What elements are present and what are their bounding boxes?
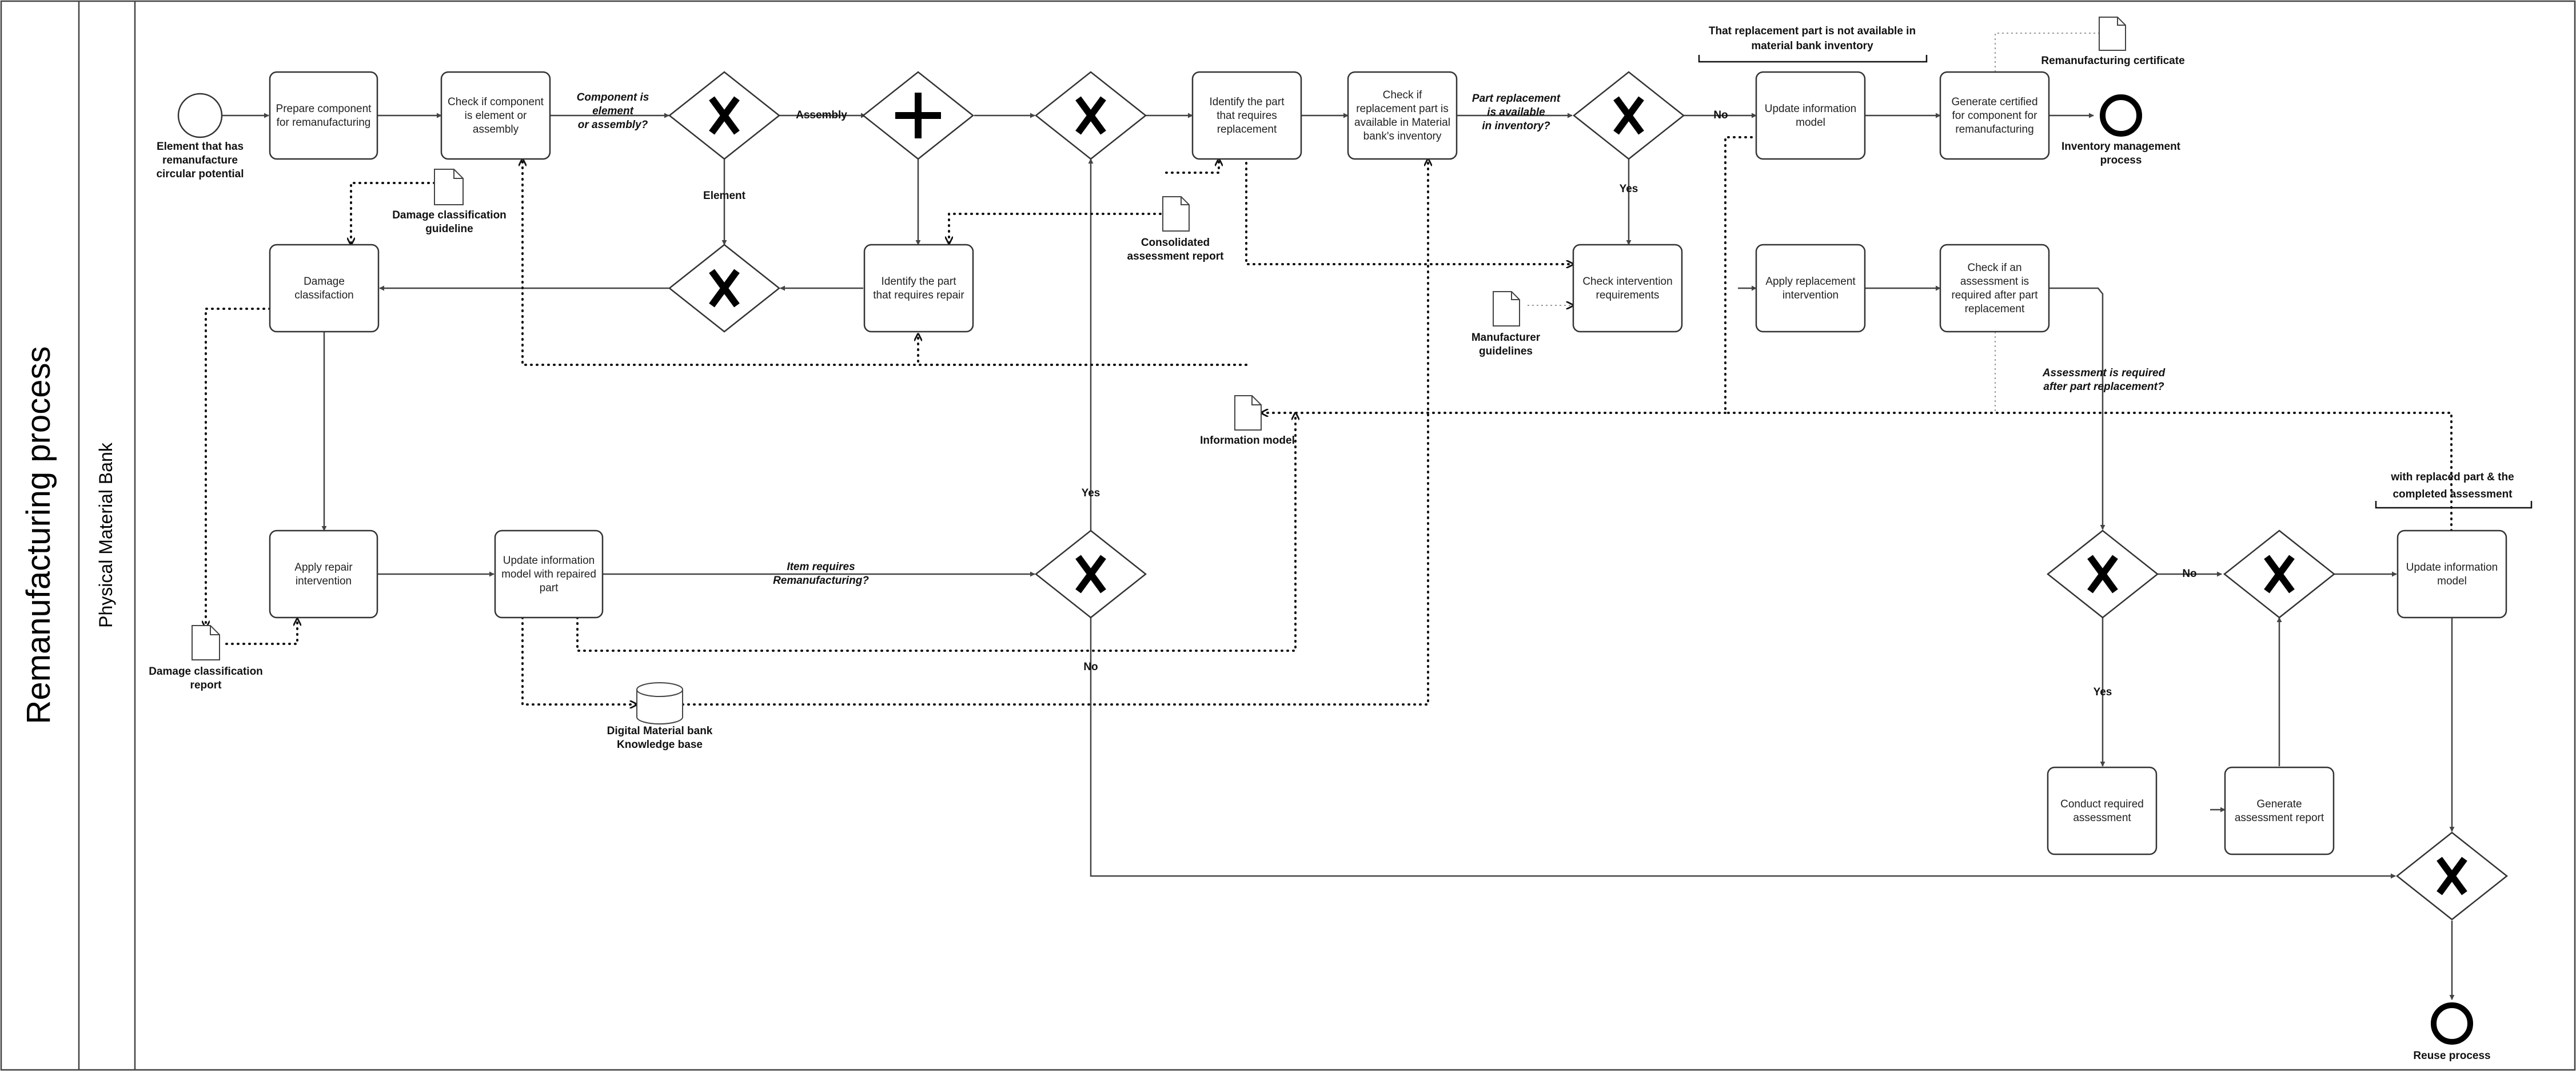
gateway-merge-repair (668, 244, 781, 333)
document-icon (434, 169, 464, 205)
artifact-information-model: Information model (1200, 435, 1295, 447)
gateway-parallel (862, 71, 975, 160)
gateway-component-type (668, 71, 781, 160)
gateway-part-available (1572, 71, 1685, 160)
gateway-assessment-required (2046, 529, 2159, 619)
gateway-merge-assessment (2223, 529, 2336, 619)
document-icon (1493, 291, 1520, 327)
artifact-reman-cert: Remanufacturing certificate (2041, 55, 2184, 67)
document-icon (1234, 395, 1262, 431)
gateway-merge-top (1034, 71, 1147, 160)
annotation-bracket (1698, 55, 1928, 63)
document-icon (2099, 17, 2126, 51)
label-no-right: No (2182, 568, 2196, 580)
label-no-top: No (1713, 109, 1728, 121)
label-assembly: Assembly (796, 109, 847, 121)
sequence-flows (222, 113, 2455, 1000)
label-no-left: No (1083, 661, 1098, 673)
end-event-inventory (2100, 94, 2142, 137)
database-icon (636, 682, 683, 724)
start-event (177, 93, 223, 138)
document-icon (1162, 196, 1190, 232)
annotation-bracket (2375, 501, 2533, 509)
pool-title: Remanufacturing process (20, 347, 57, 724)
end-event-reuse-label: Reuse process (2413, 1050, 2490, 1062)
label-element: Element (703, 190, 746, 202)
end-event-reuse (2431, 1002, 2473, 1045)
gateway-item-remanufacturing (1034, 529, 1147, 619)
gateway-final-merge (2395, 831, 2509, 921)
lane-title: Physical Material Bank (95, 442, 116, 628)
data-associations (206, 33, 2453, 704)
label-yes-left: Yes (1082, 487, 1100, 499)
document-icon (192, 625, 220, 660)
label-yes-mid: Yes (1620, 183, 1638, 195)
label-yes-right: Yes (2094, 686, 2112, 698)
annotation-not-available: That replacement part is not available i… (1709, 25, 1916, 52)
